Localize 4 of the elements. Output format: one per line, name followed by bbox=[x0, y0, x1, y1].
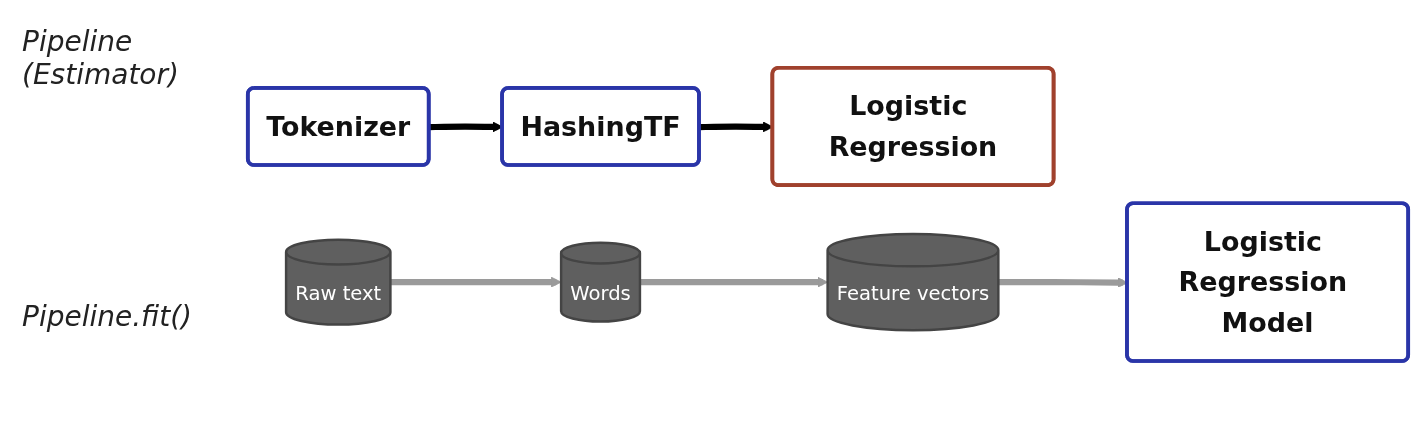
row-label: Pipeline.fit() bbox=[22, 300, 193, 333]
arrow bbox=[639, 276, 829, 288]
row-label: Pipeline (Estimator) bbox=[22, 25, 180, 91]
arrow bbox=[390, 276, 562, 288]
